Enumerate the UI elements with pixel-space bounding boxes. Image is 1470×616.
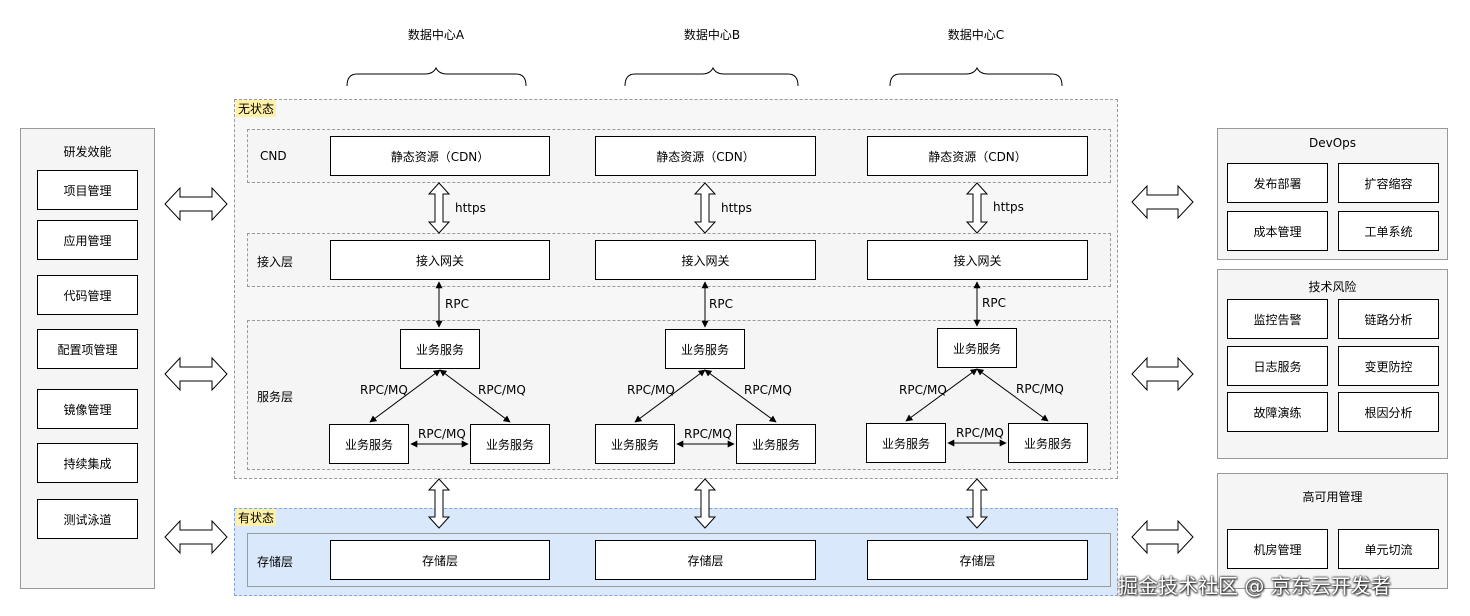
ha-title: 高可用管理: [1302, 490, 1363, 504]
cdn-box-b: 静态资源（CDN）: [595, 136, 816, 176]
brace-a: [346, 66, 527, 87]
https-label-c: https: [993, 200, 1024, 214]
devops-title: DevOps: [1308, 136, 1357, 150]
https-label-a: https: [455, 201, 486, 215]
left-arrow-3: [164, 519, 228, 555]
rpcmq-label-a-bottom: RPC/MQ: [418, 427, 466, 441]
left-item-config: 配置项管理: [37, 329, 138, 369]
left-item-code: 代码管理: [37, 275, 138, 315]
service-box-c-right: 业务服务: [1008, 423, 1088, 463]
datacenter-b-label: 数据中心B: [683, 28, 741, 42]
datacenter-a-label: 数据中心A: [407, 28, 465, 42]
left-arrow-2: [164, 356, 228, 392]
rpc-label-c: RPC: [982, 296, 1006, 310]
service-box-b-left: 业务服务: [595, 424, 675, 464]
risk-item-change: 变更防控: [1338, 346, 1439, 386]
left-item-project: 项目管理: [37, 170, 138, 210]
left-item-ci: 持续集成: [37, 443, 138, 483]
storage-arrow-c: [965, 478, 989, 529]
gateway-box-c: 接入网关: [867, 240, 1088, 280]
risk-item-rca: 根因分析: [1338, 392, 1439, 432]
brace-c: [889, 66, 1063, 87]
stateless-label: 无状态: [236, 100, 277, 117]
storage-arrow-a: [427, 478, 451, 529]
brace-b: [624, 66, 799, 87]
rpc-label-a: RPC: [445, 297, 469, 311]
risk-item-trace: 链路分析: [1338, 299, 1439, 339]
risk-item-log: 日志服务: [1227, 346, 1328, 386]
risk-item-monitor: 监控告警: [1227, 299, 1328, 339]
right-arrow-2: [1131, 356, 1194, 392]
service-layer-label: 服务层: [257, 390, 294, 404]
risk-item-drill: 故障演练: [1227, 392, 1328, 432]
ha-item-cell: 单元切流: [1338, 529, 1439, 569]
cdn-box-a: 静态资源（CDN）: [330, 136, 550, 176]
mesh-c-right: [976, 368, 1049, 422]
ha-item-room: 机房管理: [1227, 529, 1328, 569]
service-box-a-top: 业务服务: [400, 329, 480, 369]
cdn-box-c: 静态资源（CDN）: [867, 136, 1088, 176]
storage-box-c: 存储层: [867, 540, 1088, 580]
rpcmq-label-b-bottom: RPC/MQ: [684, 427, 732, 441]
devops-item-deploy: 发布部署: [1227, 163, 1328, 203]
https-arrow-b: [693, 182, 717, 234]
datacenter-c-label: 数据中心C: [947, 28, 1005, 42]
storage-box-a: 存储层: [330, 540, 550, 580]
devops-item-scale: 扩容缩容: [1338, 163, 1439, 203]
watermark: 掘金技术社区 @ 京东云开发者: [1118, 574, 1391, 598]
left-item-image: 镜像管理: [37, 389, 138, 429]
right-arrow-3: [1131, 519, 1194, 555]
service-box-c-left: 业务服务: [866, 423, 946, 463]
https-label-b: https: [721, 201, 752, 215]
service-box-a-left: 业务服务: [329, 424, 409, 464]
mesh-a-right: [439, 369, 511, 423]
risk-title: 技术风险: [1308, 280, 1357, 294]
left-item-test-lane: 测试泳道: [37, 499, 138, 539]
gateway-box-a: 接入网关: [330, 240, 550, 280]
devops-item-cost: 成本管理: [1227, 211, 1328, 251]
service-box-c-top: 业务服务: [937, 328, 1017, 368]
storage-layer-label: 存储层: [257, 555, 294, 569]
rpc-label-b: RPC: [709, 297, 733, 311]
cdn-layer-label: CND: [260, 149, 287, 163]
service-box-b-right: 业务服务: [736, 424, 816, 464]
left-arrow-1: [164, 186, 228, 222]
stateful-label: 有状态: [236, 509, 277, 526]
left-item-app: 应用管理: [37, 220, 138, 260]
mesh-b-right: [704, 369, 777, 423]
service-box-a-right: 业务服务: [470, 424, 550, 464]
service-box-b-top: 业务服务: [665, 329, 745, 369]
right-arrow-1: [1131, 184, 1194, 220]
storage-box-b: 存储层: [595, 540, 816, 580]
mesh-a-left: [369, 369, 441, 423]
https-arrow-c: [965, 182, 989, 234]
https-arrow-a: [427, 182, 451, 234]
mesh-b-left: [634, 369, 706, 423]
gateway-box-b: 接入网关: [595, 240, 816, 280]
left-panel-title: 研发效能: [63, 145, 112, 159]
storage-arrow-b: [693, 478, 717, 529]
access-layer-label: 接入层: [257, 255, 294, 269]
mesh-c-left: [905, 368, 978, 422]
rpcmq-label-c-bottom: RPC/MQ: [956, 426, 1004, 440]
devops-item-ticket: 工单系统: [1338, 211, 1439, 251]
